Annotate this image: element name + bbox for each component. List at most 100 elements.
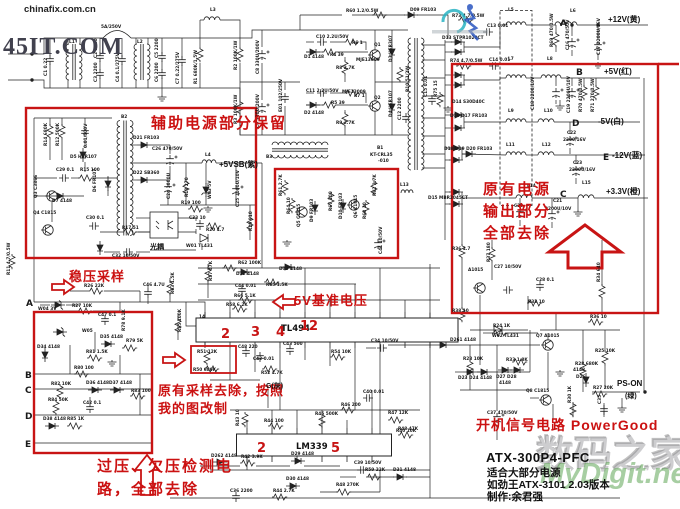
dot-symbol — [596, 23, 600, 27]
component-label: R18 270 — [184, 177, 190, 197]
res-symbol — [240, 459, 256, 467]
component-label: C14 0.01 — [489, 57, 510, 63]
tl494-pin-12: 12 — [300, 319, 318, 334]
dio-symbol — [213, 458, 227, 466]
component-label: Q6 C1815 — [353, 195, 359, 218]
dio-symbol — [110, 386, 124, 394]
component-label: C37 470/50V — [487, 410, 518, 416]
component-label: 5A/250V — [101, 24, 122, 30]
component-label: C43 500 — [283, 341, 303, 347]
component-label: R15 100 — [80, 167, 100, 173]
component-label: R75 15 — [433, 80, 439, 97]
res-symbol — [222, 264, 238, 272]
component-label: R71 270/0.5W — [590, 78, 596, 112]
component-label: R9 2.7K — [336, 120, 355, 126]
gnd-symbol — [157, 95, 167, 102]
cap-symbol — [536, 281, 544, 291]
component-label: R11 4.7/0.5W — [6, 242, 12, 275]
component-label: C34 10/50V — [371, 338, 399, 344]
right-arrow-regsample — [51, 278, 76, 296]
dio-symbol — [388, 45, 396, 59]
component-label: R29 910 — [248, 211, 254, 231]
ecap-symbol — [257, 103, 270, 113]
component-label: C28 0.1 — [536, 277, 554, 283]
component-label: C15 0.01 — [423, 76, 429, 97]
component-label: A — [560, 19, 567, 29]
xfmr-symbol — [133, 43, 151, 81]
res-symbol — [344, 38, 360, 46]
cap-symbol — [158, 69, 166, 79]
dio-symbol — [404, 11, 418, 19]
res-symbol — [327, 192, 335, 208]
component-label: W02 TL431 — [492, 333, 519, 339]
component-label: L14 — [527, 183, 536, 189]
component-label: C5 2200 — [154, 38, 160, 58]
watermark-chinafix: chinafix.com.cn — [24, 4, 96, 15]
res-symbol — [330, 353, 346, 361]
component-label: R5 39 — [331, 100, 345, 106]
xfmr-symbol — [407, 37, 425, 171]
gnd-symbol — [617, 406, 627, 413]
res-symbol — [322, 48, 338, 56]
res-symbol — [281, 180, 289, 196]
component-label: R70 470/0.5W — [578, 78, 584, 112]
npn-symbol — [41, 224, 54, 236]
component-label: R23 10K — [463, 356, 484, 362]
coil-symbol — [505, 74, 527, 79]
component-label: C6 2200 — [154, 62, 160, 82]
sampling-resistor-outline — [190, 345, 237, 374]
tl494-pin-3: 3 — [251, 325, 260, 340]
component-label: R20 4.7 — [206, 227, 224, 233]
cap-symbol — [238, 285, 246, 295]
res-symbol — [341, 60, 349, 76]
cap-symbol — [86, 403, 94, 413]
component-label: 4148 — [499, 380, 511, 386]
cap-symbol — [489, 62, 499, 70]
component-label: D261 4148 — [450, 337, 476, 343]
logo-url-smudge — [432, 30, 488, 34]
zen-symbol — [51, 300, 65, 310]
component-label: R3 100K/1W — [233, 94, 239, 124]
component-label: D6 FR107 — [92, 169, 98, 192]
ecap-symbol — [571, 166, 584, 176]
dio-symbol — [101, 340, 115, 348]
coil-symbol — [554, 21, 578, 26]
ecap-symbol — [492, 413, 505, 423]
component-label: 2200U/16V — [569, 167, 596, 173]
component-label: R42 3.9K — [241, 454, 263, 460]
component-label: R74 4.7/0.5W — [450, 58, 483, 64]
signal-ps-on-color: (绿) — [625, 393, 637, 400]
component-label: C — [560, 190, 567, 200]
res-symbol — [204, 365, 220, 373]
res-symbol — [488, 247, 496, 263]
cap-symbol — [178, 56, 186, 66]
npn-symbol — [473, 282, 486, 294]
res-symbol — [188, 205, 204, 213]
npn-symbol — [539, 394, 552, 406]
component-label: C4 0.1/275V — [115, 52, 121, 82]
component-label: R24 1K — [493, 323, 511, 329]
coil-symbol — [400, 189, 414, 194]
component-label: R27 10K — [72, 303, 93, 309]
res-symbol — [466, 360, 474, 376]
component-label: R43 10 — [235, 409, 241, 426]
res-symbol — [579, 362, 587, 378]
component-label: C21 — [553, 198, 562, 204]
dio-symbol — [306, 101, 320, 109]
cap-symbol — [317, 38, 327, 46]
component-label: D27 D28 — [496, 374, 517, 380]
component-label: R64 10 — [286, 197, 292, 214]
component-label: D14 S30D40C — [452, 99, 485, 105]
res-symbol — [232, 305, 248, 313]
annotation-ovp-2: 路，全部去除 — [97, 481, 200, 498]
component-label: W04 3V — [38, 306, 57, 312]
dio-symbol — [291, 457, 305, 465]
component-label: C42 0.01 — [253, 356, 274, 362]
cap-symbol — [96, 52, 104, 62]
res-symbol — [264, 278, 280, 286]
component-label: Q8 C1815 — [526, 388, 549, 394]
component-label: C9 330U/200V — [255, 93, 261, 128]
annotation-reg-sample: 稳压采样 — [69, 269, 126, 284]
component-label: L15 — [582, 180, 591, 186]
